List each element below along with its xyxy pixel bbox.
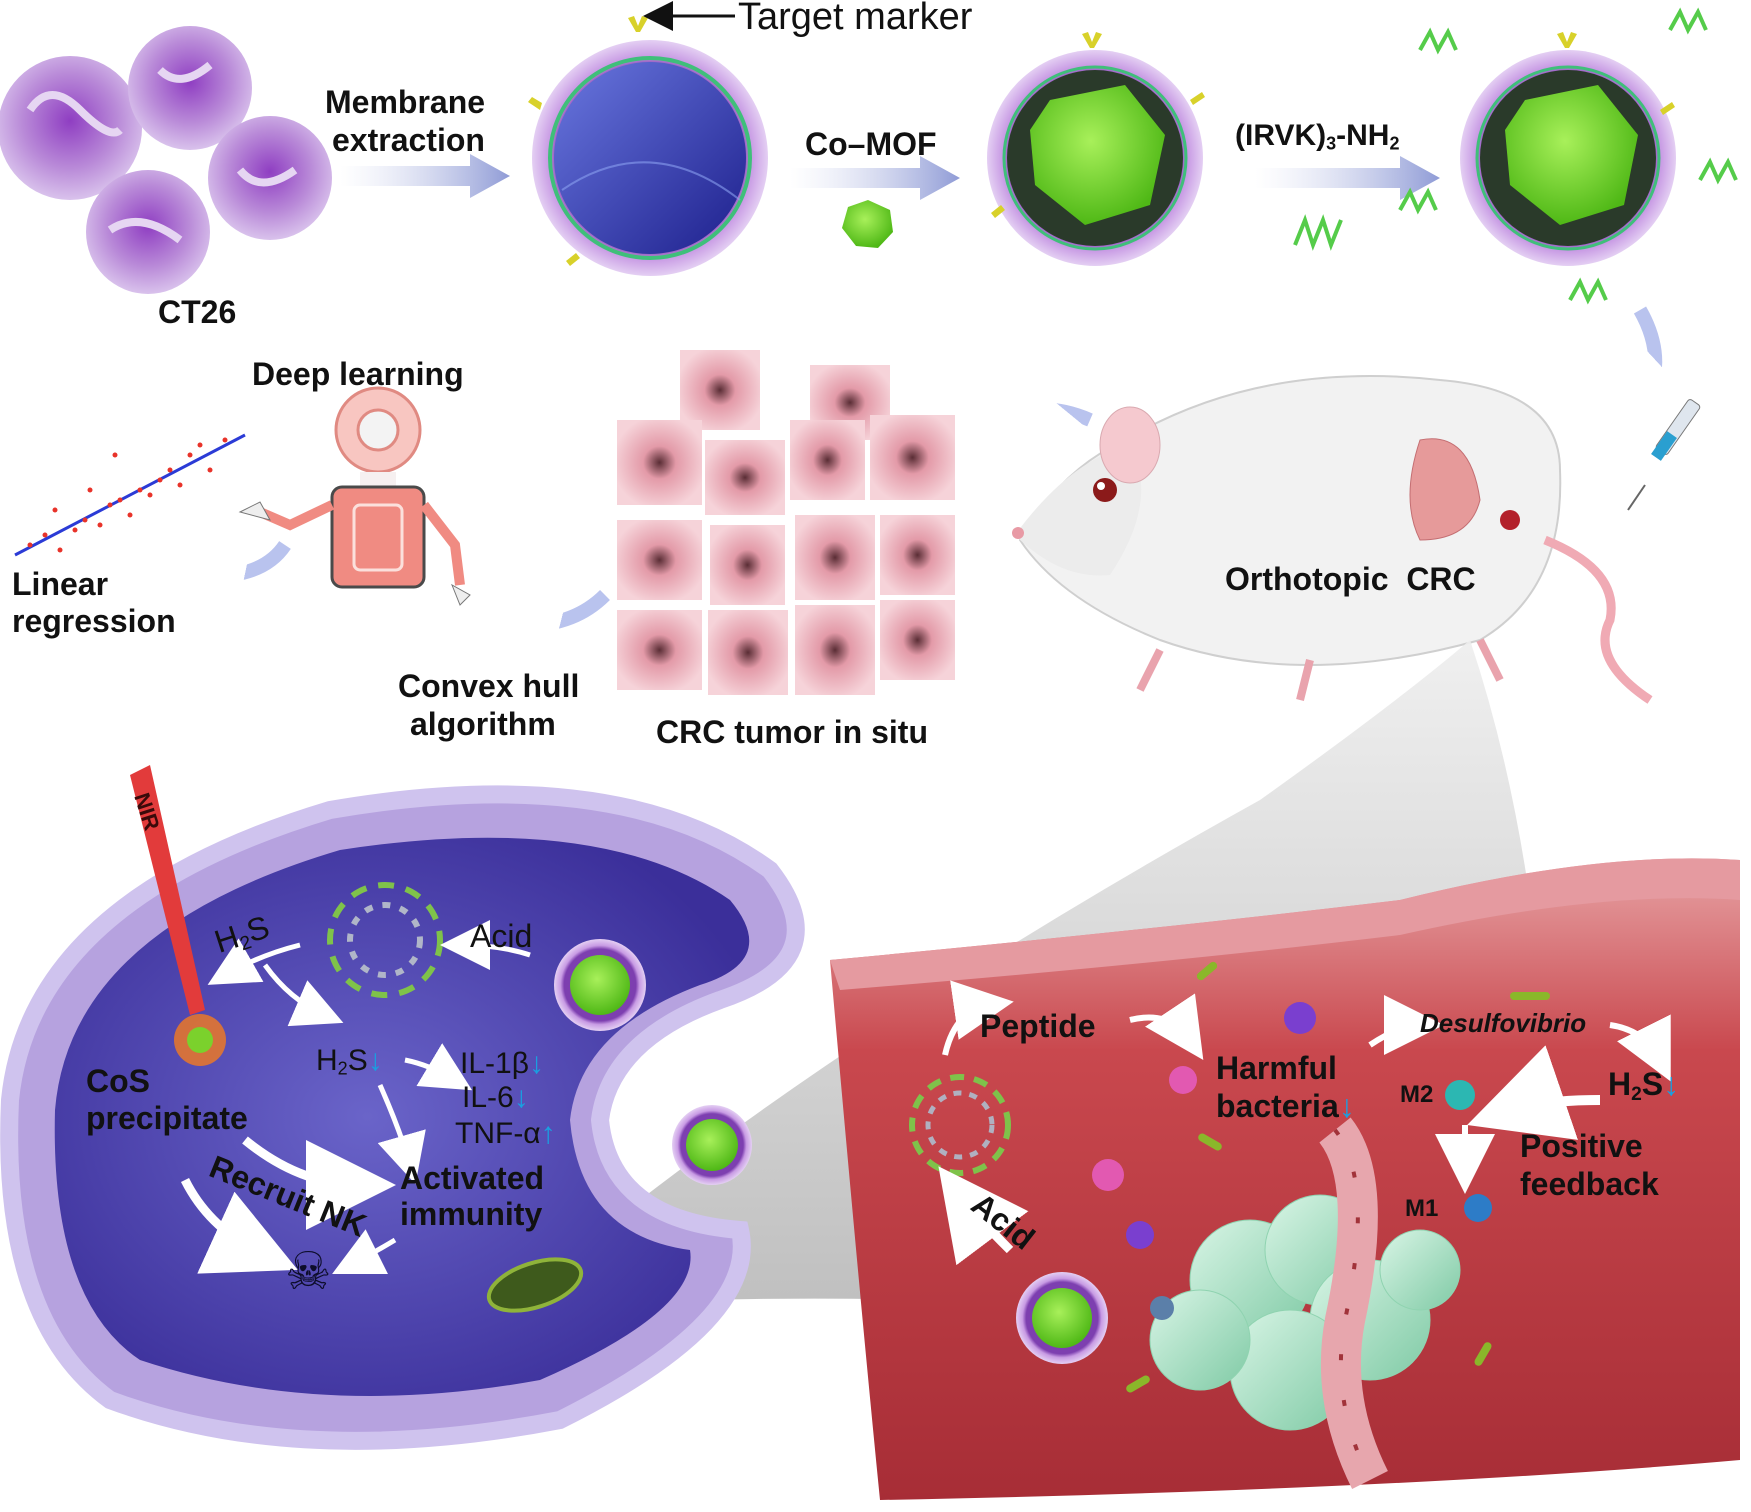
cell-nanoparticle	[554, 939, 752, 1185]
il1b-text: IL-1β	[460, 1047, 529, 1080]
h2s-gut-sub: 2	[1631, 1083, 1642, 1105]
loaded-vesicle	[987, 50, 1203, 266]
gut-arrows	[938, 980, 1671, 1266]
h2s-gut-s: S	[1641, 1066, 1664, 1102]
h2s-mid-down: ↓	[367, 1044, 383, 1077]
membrane-vesicle	[532, 40, 768, 276]
acid-cell-label: Acid	[470, 918, 533, 954]
irvk-peptide-label: (IRVK)3-NH2	[1235, 120, 1399, 153]
h2s-gut-down: ↓	[1663, 1066, 1680, 1102]
il1b-down: ↓	[528, 1047, 544, 1080]
harmful-bacteria-label-2: bacteria↓	[1216, 1088, 1355, 1124]
membrane-extraction-label-2: extraction	[332, 122, 485, 158]
h2s-mid-h: H	[316, 1044, 338, 1077]
endoscopy-mosaic	[617, 350, 955, 695]
convex-hull-label-2: algorithm	[410, 706, 556, 742]
convex-hull-label-1: Convex hull	[398, 668, 580, 704]
h2s-mid-label: H2S↓	[316, 1045, 383, 1078]
ct26-label: CT26	[158, 294, 237, 330]
irvk-pre: (IRVK)	[1235, 119, 1327, 152]
arrow-to-robot	[420, 571, 610, 707]
tnfa-text: TNF-α	[455, 1117, 541, 1150]
arrow-co-mof	[790, 156, 960, 200]
irvk-sub3: 3	[1326, 133, 1337, 154]
regression-plot	[14, 433, 246, 557]
cos-precipitate-icon	[174, 1014, 226, 1066]
peptide-chains	[1293, 7, 1738, 305]
tnfa-up: ↑	[540, 1117, 556, 1150]
activated-label-2: immunity	[400, 1196, 543, 1232]
harmful-down: ↓	[1338, 1088, 1355, 1124]
syringe-icon	[1627, 399, 1701, 511]
h2s-mid-s: S	[347, 1044, 368, 1077]
cell-arrows	[180, 920, 531, 1274]
il6-text: IL-6	[462, 1081, 514, 1114]
cos-label-2: precipitate	[86, 1100, 248, 1136]
il6-label: IL-6↓	[462, 1082, 529, 1114]
degraded-nanoparticle	[327, 882, 443, 998]
peptide-vesicle	[1460, 50, 1676, 266]
co-mof-label: Co–MOF	[805, 126, 937, 162]
m2-label: M2	[1400, 1081, 1434, 1108]
positive-feedback-label-2: feedback	[1520, 1166, 1659, 1202]
m1-label: M1	[1405, 1195, 1439, 1222]
linear-regression-label-2: regression	[12, 603, 176, 639]
arrow-to-injection	[1573, 306, 1725, 479]
robot-icon	[238, 386, 471, 606]
blood-vessel	[1318, 1117, 1388, 1489]
ct26-cells	[0, 26, 332, 294]
irvk-nh: -NH	[1336, 119, 1390, 152]
target-marker-label: Target marker	[738, 0, 973, 38]
harmful-bacteria-text: bacteria	[1216, 1088, 1339, 1124]
h2s-mid-sub: 2	[337, 1058, 348, 1079]
irvk-sub2: 2	[1389, 133, 1400, 154]
arrow-to-regression	[105, 518, 291, 656]
activated-label-1: Activated	[400, 1160, 545, 1196]
arrow-to-photos	[939, 335, 1093, 489]
skull-icon: ☠	[285, 1243, 332, 1301]
crc-tumor-label: CRC tumor in situ	[656, 714, 928, 750]
positive-feedback-label-1: Positive	[1520, 1128, 1643, 1164]
cos-label-1: CoS	[86, 1063, 150, 1099]
arrow-irvk	[1255, 156, 1440, 200]
harmful-bacteria-label-1: Harmful	[1216, 1050, 1337, 1086]
arrow-membrane-extraction	[340, 154, 510, 198]
orthotopic-crc-label: Orthotopic CRC	[1225, 561, 1476, 597]
desulfovibrio-label: Desulfovibrio	[1420, 1008, 1587, 1038]
il6-down: ↓	[513, 1081, 529, 1114]
mouse-illustration	[1012, 375, 1653, 704]
peptide-label: Peptide	[980, 1008, 1096, 1044]
tnfa-label: TNF-α↑	[455, 1118, 556, 1150]
membrane-extraction-label-1: Membrane	[325, 84, 486, 120]
co-mof-particle	[842, 200, 893, 248]
h2s-gut-h: H	[1608, 1066, 1632, 1102]
linear-regression-label-1: Linear	[12, 566, 109, 602]
deep-learning-label: Deep learning	[252, 356, 464, 392]
il1b-label: IL-1β↓	[460, 1048, 544, 1080]
mitochondria-icon	[486, 1257, 584, 1313]
nir-beam	[130, 765, 205, 1015]
h2s-gut-label: H2S↓	[1608, 1066, 1680, 1105]
